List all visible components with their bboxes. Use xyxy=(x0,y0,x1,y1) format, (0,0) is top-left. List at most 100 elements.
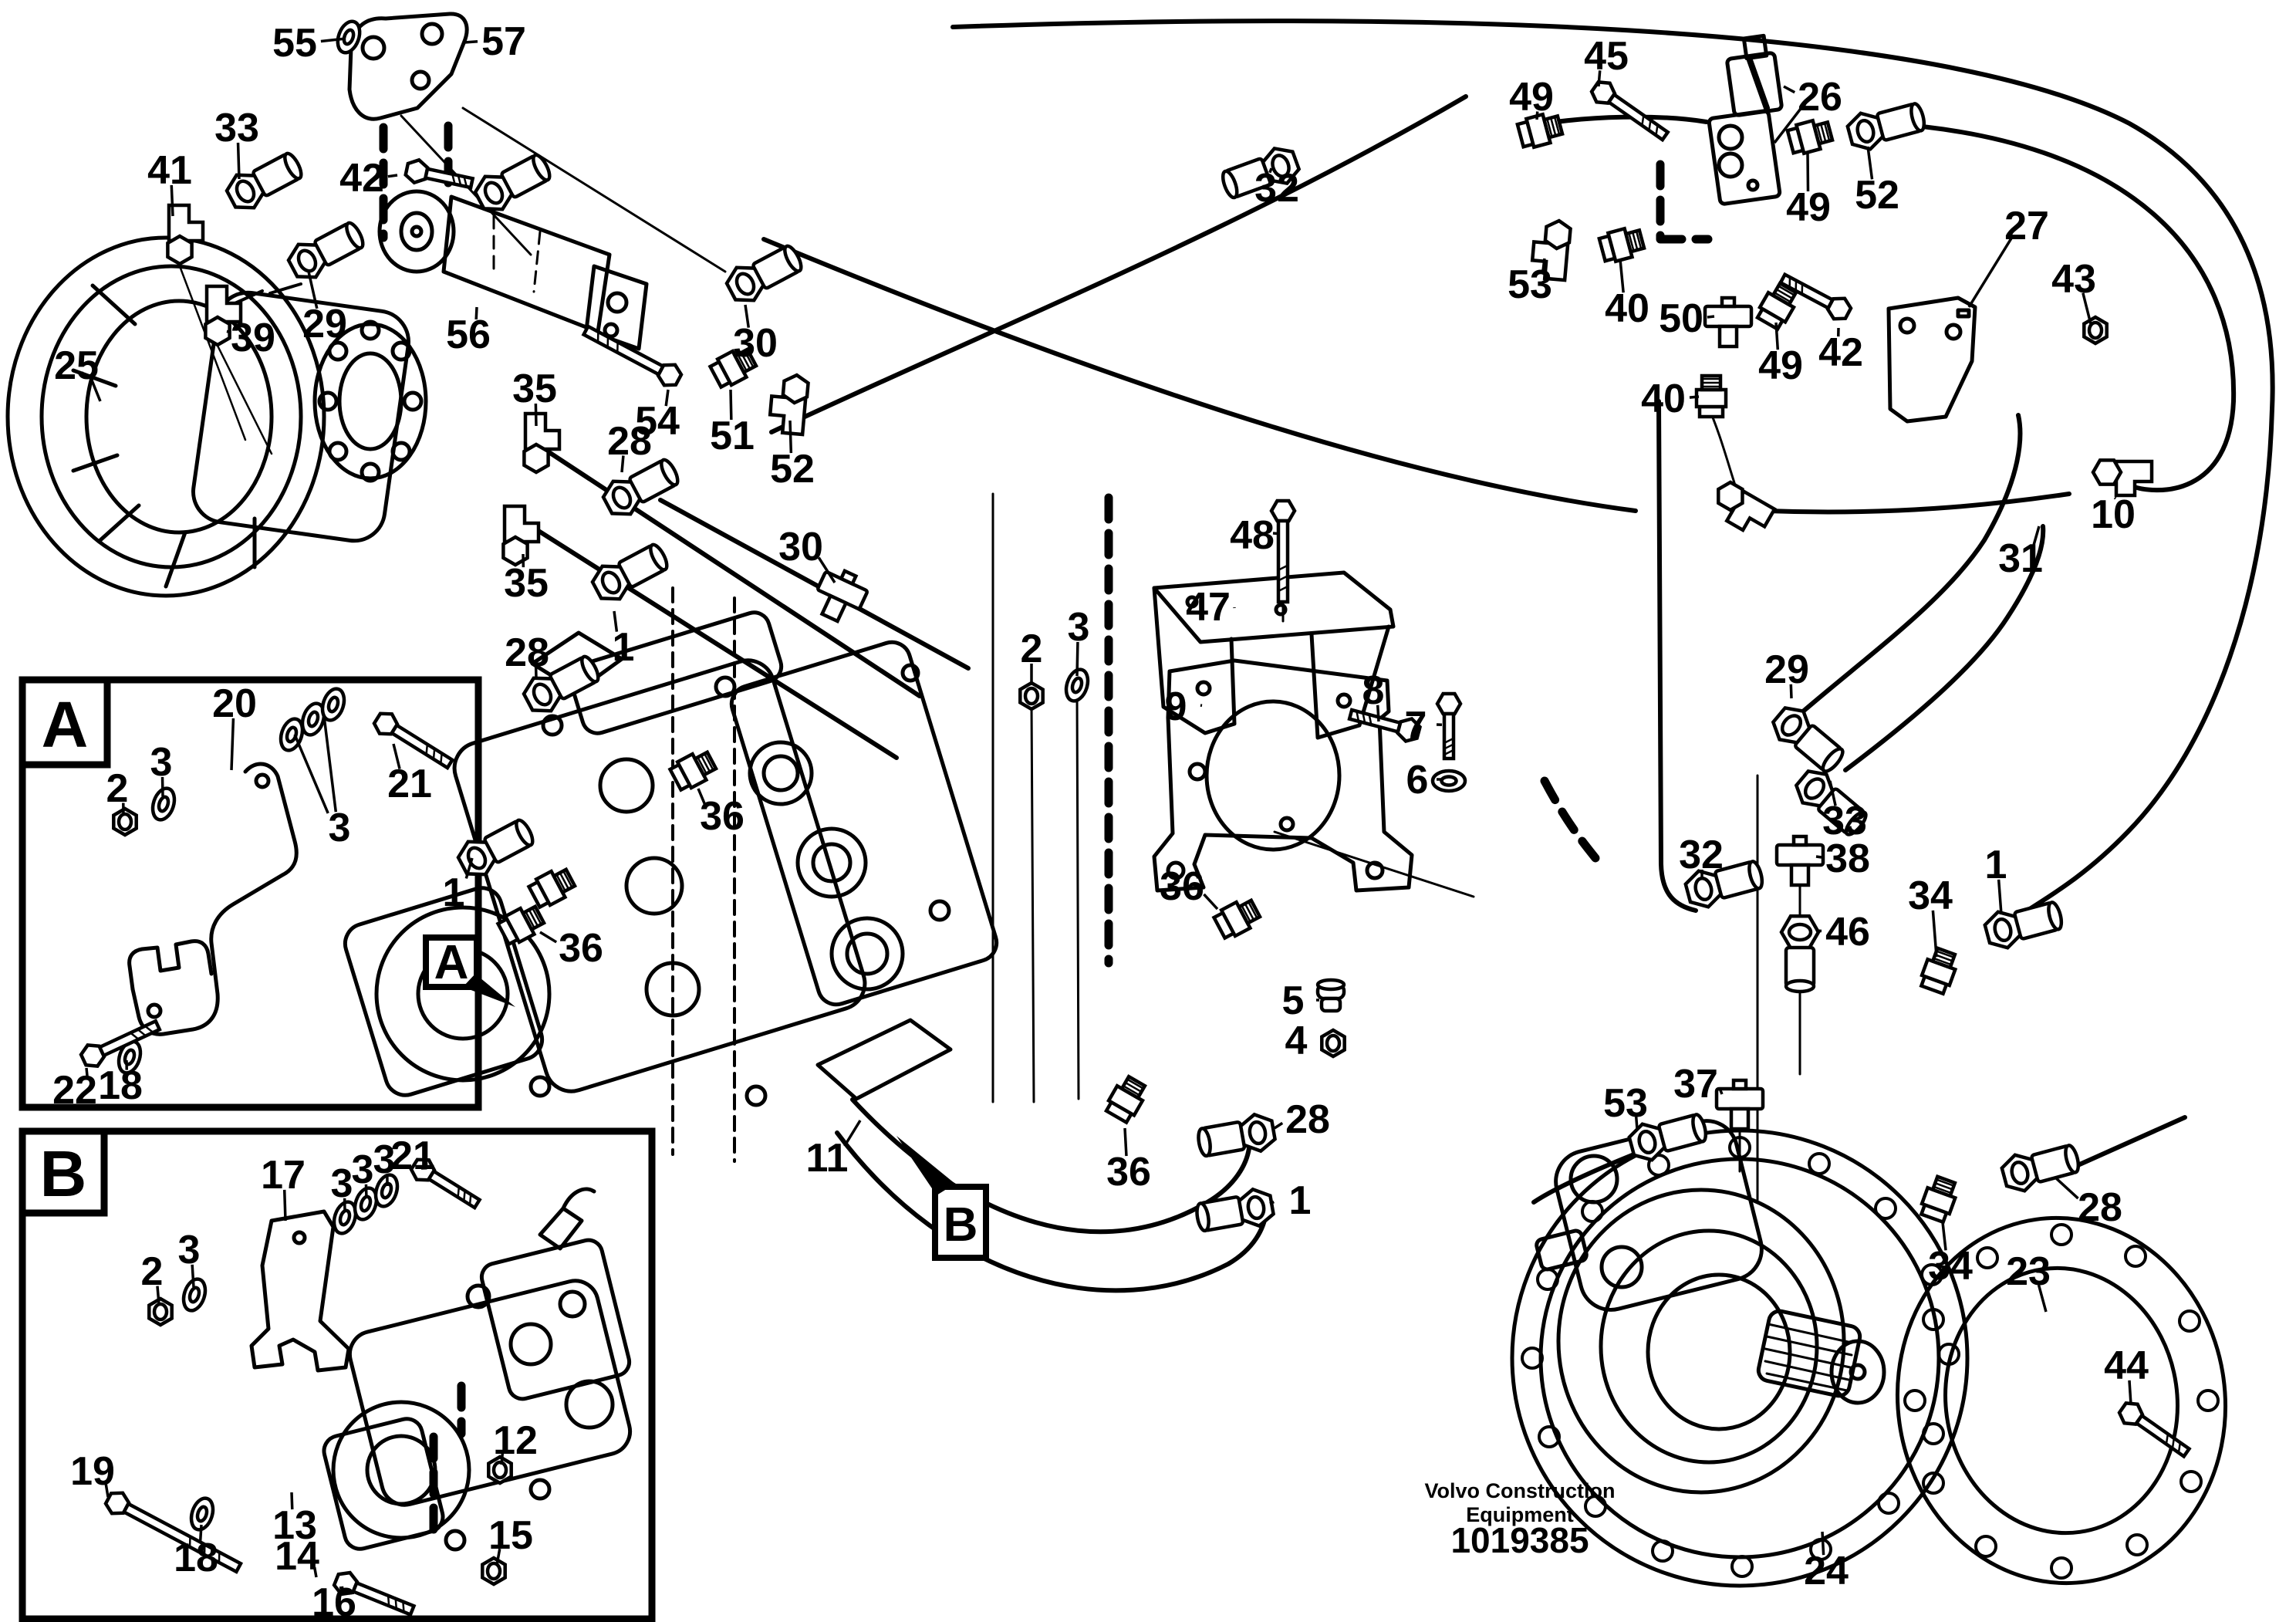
callout-8: 8 xyxy=(1362,668,1385,713)
callout-22: 22 xyxy=(52,1068,97,1113)
leader-line-8 xyxy=(1376,705,1380,722)
callout-13: 13 xyxy=(272,1503,317,1548)
callout-1: 1 xyxy=(443,870,465,915)
callout-18: 18 xyxy=(98,1063,143,1108)
leader-line-11 xyxy=(843,1120,862,1147)
callout-48: 48 xyxy=(1230,513,1275,558)
leader-line-28 xyxy=(1274,1121,1284,1130)
leader-line-19 xyxy=(104,1483,110,1498)
grommet-art xyxy=(1315,978,1346,1013)
male-art xyxy=(707,346,759,390)
callout-52: 52 xyxy=(770,447,815,492)
callout-53: 53 xyxy=(1603,1081,1648,1126)
leader-line-44 xyxy=(2128,1380,2132,1405)
callout-31: 31 xyxy=(1998,536,2043,581)
leader-line-26 xyxy=(1773,106,1803,144)
leader-line-55 xyxy=(320,37,346,43)
tee-art xyxy=(1703,296,1754,349)
leader-line-22 xyxy=(85,1067,89,1076)
nutSleeve-art xyxy=(1195,1187,1276,1233)
callout-21: 21 xyxy=(390,1134,435,1178)
leader-line-34 xyxy=(1941,1222,1947,1251)
nutSleeve-art xyxy=(601,458,680,516)
leader-line-42 xyxy=(387,174,398,178)
callout-38: 38 xyxy=(1825,836,1870,881)
tee-art xyxy=(1774,834,1825,887)
elbow-art xyxy=(204,284,243,347)
bolt-art xyxy=(1347,708,1423,743)
washer-art xyxy=(353,1186,379,1222)
fan-motor-art xyxy=(5,235,428,598)
leader-line-56 xyxy=(474,306,478,320)
leader-line-12 xyxy=(500,1453,505,1465)
leader-line-1 xyxy=(1269,1200,1275,1205)
leader-line-4 xyxy=(1320,1039,1323,1043)
callout-36: 36 xyxy=(1160,864,1204,909)
elbow-art xyxy=(501,504,541,567)
elbow-art xyxy=(166,203,205,266)
leader-line-23 xyxy=(2037,1284,2048,1313)
callout-16: 16 xyxy=(312,1580,356,1622)
callout-3: 3 xyxy=(178,1228,201,1272)
callout-3: 3 xyxy=(373,1137,396,1182)
nutSleeve-art xyxy=(724,244,803,302)
callout-14: 14 xyxy=(275,1534,319,1579)
callout-46: 46 xyxy=(1825,910,1870,955)
drawing-number: 1019385 xyxy=(1450,1520,1589,1560)
callout-29: 29 xyxy=(1764,647,1809,692)
leader-line-14 xyxy=(312,1566,318,1578)
male-art xyxy=(1211,897,1263,941)
elbow-art xyxy=(1717,480,1778,533)
male-art xyxy=(495,904,547,947)
callout-49: 49 xyxy=(1509,75,1554,120)
tee-art xyxy=(1714,1078,1765,1131)
nutSleeve-art xyxy=(473,153,552,211)
leader-line-26 xyxy=(1783,85,1796,94)
callout-27: 27 xyxy=(2004,204,2049,248)
section-marker-b: B xyxy=(896,1136,989,1261)
leader-line-16 xyxy=(339,1586,344,1590)
nut-art xyxy=(112,806,138,837)
inset-letter-a: A xyxy=(42,688,89,761)
bracket-27-art xyxy=(1886,296,1977,424)
leader-line-3 xyxy=(322,715,338,813)
nutSleeve-art xyxy=(2000,1144,2081,1193)
callout-53: 53 xyxy=(1508,262,1552,307)
callout-32: 32 xyxy=(1679,833,1724,877)
male-art xyxy=(1103,1074,1147,1125)
callout-5: 5 xyxy=(1282,978,1305,1023)
callout-54: 54 xyxy=(635,399,680,444)
callout-7: 7 xyxy=(1405,704,1427,748)
leader-line-3 xyxy=(293,734,329,814)
bolt-art xyxy=(1589,80,1670,143)
nut-art xyxy=(147,1296,174,1327)
callout-23: 23 xyxy=(2006,1249,2051,1294)
washer-art xyxy=(332,1200,358,1235)
leader-line-3 xyxy=(191,1264,195,1288)
leader-line-36 xyxy=(1203,893,1219,911)
nutSleeve-art xyxy=(1627,1113,1708,1162)
leader-line-37 xyxy=(1718,1088,1724,1095)
callout-47: 47 xyxy=(1186,585,1231,630)
damper-art xyxy=(377,189,649,351)
callout-12: 12 xyxy=(493,1418,538,1463)
callout-45: 45 xyxy=(1584,34,1629,79)
callout-35: 35 xyxy=(512,367,557,411)
callout-28: 28 xyxy=(2078,1185,2122,1230)
bracket-9-art xyxy=(1152,658,1414,893)
male-art xyxy=(1597,226,1646,264)
nut-art xyxy=(1018,681,1045,711)
shield-47-art xyxy=(1152,570,1396,740)
leader-line-52 xyxy=(788,420,793,454)
bolt-art xyxy=(1269,498,1297,604)
callout-15: 15 xyxy=(488,1513,533,1558)
nutSleeve-art xyxy=(1221,147,1302,200)
callout-33: 33 xyxy=(1822,799,1867,843)
nutSleeve-art xyxy=(1845,102,1926,151)
leader-line-21 xyxy=(392,743,401,769)
nutSleeve-art xyxy=(286,221,365,279)
callout-3: 3 xyxy=(352,1147,374,1192)
leader-line-53 xyxy=(1634,1117,1639,1130)
callout-26: 26 xyxy=(1798,75,1842,120)
leader-line-36 xyxy=(539,931,558,944)
